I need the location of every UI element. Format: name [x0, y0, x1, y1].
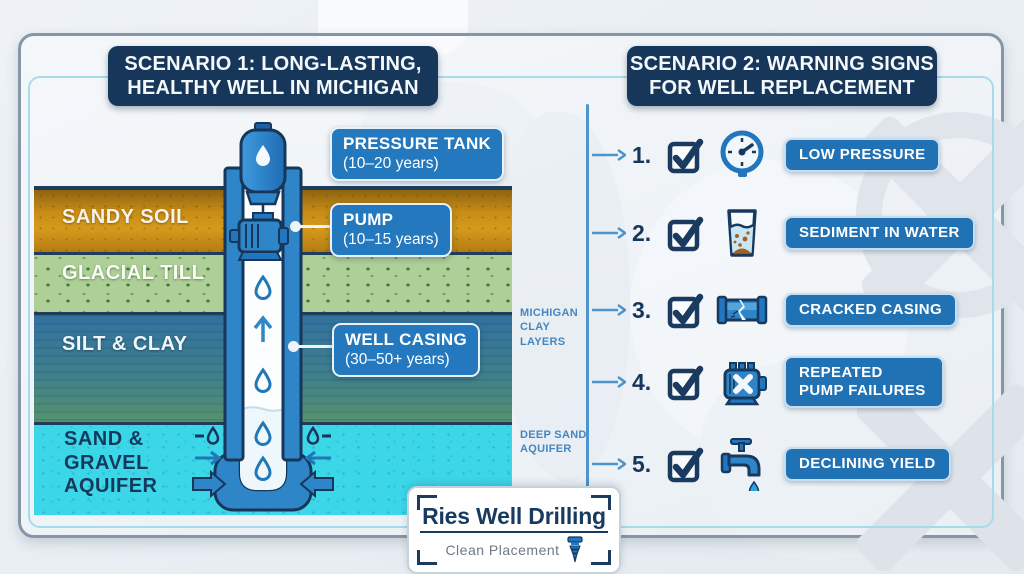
connector-line	[295, 225, 332, 228]
scenario2-header: SCENARIO 2: WARNING SIGNS FOR WELL REPLA…	[627, 46, 937, 106]
corner-bracket	[417, 550, 437, 565]
checked-checkbox-icon	[667, 293, 704, 329]
callout-title: PRESSURE TANK	[343, 134, 492, 153]
scenario2-title-line1: SCENARIO 2: WARNING SIGNS	[630, 52, 934, 75]
glacial-till-label: GLACIAL TILL	[62, 262, 205, 284]
warning-item-2: 2. SEDIMENT IN WATER	[592, 204, 992, 262]
inflow-symbols-right	[299, 425, 334, 499]
scenario1-header: SCENARIO 1: LONG-LASTING, HEALTHY WELL I…	[108, 46, 438, 106]
arrow-icon	[592, 303, 626, 317]
arrow-icon	[592, 457, 626, 471]
panel-divider-line	[586, 104, 589, 530]
checked-checkbox-icon	[667, 216, 704, 252]
item-number: 2.	[632, 219, 652, 246]
casing-wall-left	[223, 166, 245, 462]
corner-bracket	[417, 495, 437, 510]
callout-years: (10–15 years)	[343, 231, 439, 248]
item-number: 5.	[632, 450, 652, 477]
corner-bracket	[591, 550, 611, 565]
checked-checkbox-icon	[667, 447, 704, 483]
water-level	[240, 407, 286, 490]
warning-item-5: 5. DECLINING YIELD	[592, 435, 992, 493]
callout-years: (10–20 years)	[343, 155, 439, 172]
pump-callout: PUMP (10–15 years)	[330, 203, 452, 257]
pump-x-icon	[723, 362, 767, 406]
aquifer-label: SAND & GRAVEL AQUIFER	[64, 428, 158, 498]
warning-label: DECLINING YIELD	[784, 447, 951, 481]
company-tagline: Clean Placement	[445, 542, 560, 558]
michigan-clay-layers-label: MICHIGAN CLAY LAYERS	[520, 307, 579, 348]
scenario1-title-line2: HEALTHY WELL IN MICHIGAN	[127, 77, 419, 99]
item-number: 3.	[632, 296, 652, 323]
casing-wall-right	[281, 166, 303, 462]
warning-item-4: 4. REPEATED PUMP FAILURES	[592, 353, 992, 411]
water-glass-sediment-icon	[727, 209, 757, 257]
arrow-icon	[592, 148, 626, 162]
well-diagram	[192, 122, 334, 512]
warning-label: REPEATED PUMP FAILURES	[784, 356, 944, 408]
inflow-symbols-left	[192, 425, 227, 499]
callout-title: WELL CASING	[345, 330, 467, 349]
warning-label: LOW PRESSURE	[784, 138, 941, 172]
pressure-tank-callout: PRESSURE TANK (10–20 years)	[330, 127, 505, 181]
corner-bracket	[591, 495, 611, 510]
deep-sand-aquifer-label: DEEP SAND AQUIFER	[520, 429, 587, 456]
pressure-gauge-icon	[720, 130, 764, 177]
company-logo-card: Ries Well Drilling Clean Placement	[407, 486, 621, 574]
warning-item-3: 3. CRACKED CASING	[592, 281, 992, 339]
cracked-pipe-icon	[716, 295, 768, 325]
callout-title: PUMP	[343, 210, 394, 229]
arrow-icon	[592, 226, 626, 240]
arrow-icon	[592, 375, 626, 389]
connector-line	[293, 345, 334, 348]
upflow-arrow-icon	[253, 315, 273, 342]
scenario2-title-line2: FOR WELL REPLACEMENT	[649, 77, 915, 99]
drill-screw-icon	[566, 536, 583, 563]
item-number: 1.	[632, 141, 652, 168]
warning-label: CRACKED CASING	[784, 293, 958, 327]
tank-droplet-icon	[256, 145, 270, 166]
silt-clay-label: SILT & CLAY	[62, 333, 188, 355]
checked-checkbox-icon	[667, 138, 704, 174]
warning-label: SEDIMENT IN WATER	[784, 216, 975, 250]
warning-item-1: 1. LOW PRESSURE	[592, 126, 992, 184]
checked-checkbox-icon	[667, 365, 704, 401]
faucet-drip-icon	[720, 438, 761, 491]
water-droplet-icons	[254, 274, 272, 481]
connector-line	[294, 148, 332, 151]
sandy-soil-label: SANDY SOIL	[62, 206, 189, 228]
company-name: Ries Well Drilling	[420, 503, 608, 533]
item-number: 4.	[632, 368, 652, 395]
scenario1-title-line1: SCENARIO 1: LONG-LASTING,	[124, 52, 422, 75]
callout-years: (30–50+ years)	[345, 351, 450, 368]
pump-icon	[229, 212, 289, 261]
well-casing-callout: WELL CASING (30–50+ years)	[332, 323, 480, 377]
